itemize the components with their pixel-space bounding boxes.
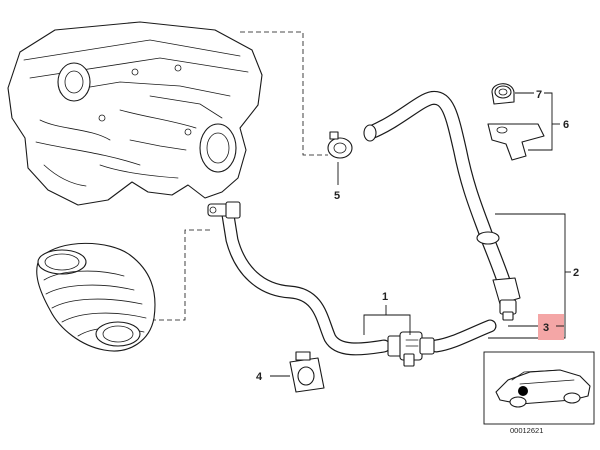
callout-7: 7 [536, 89, 542, 101]
callout-3-highlight [538, 314, 564, 340]
lower-breather-hose [207, 201, 497, 356]
leader-2 [488, 213, 566, 339]
valve-1 [387, 331, 435, 367]
bracket-6 [487, 123, 545, 161]
callout-2: 2 [573, 267, 579, 279]
dashed-leader-boot [152, 229, 210, 321]
grommet-7 [491, 83, 515, 105]
intake-manifold [7, 21, 263, 206]
upper-breather-hose [363, 90, 521, 321]
leader-1 [363, 314, 411, 335]
dashed-leader-manifold [240, 31, 328, 156]
callout-5: 5 [334, 190, 340, 202]
callout-4: 4 [256, 371, 263, 383]
air-intake-boot [36, 242, 156, 352]
rubber-mount-4 [289, 351, 325, 393]
diagram-code: 00012621 [510, 426, 543, 435]
callout-1: 1 [382, 291, 388, 303]
hose-clamp-5 [327, 131, 353, 159]
callout-6: 6 [563, 119, 569, 131]
vehicle-location-inset [483, 351, 595, 425]
location-marker-icon [518, 386, 528, 396]
callout-3: 3 [543, 322, 549, 334]
